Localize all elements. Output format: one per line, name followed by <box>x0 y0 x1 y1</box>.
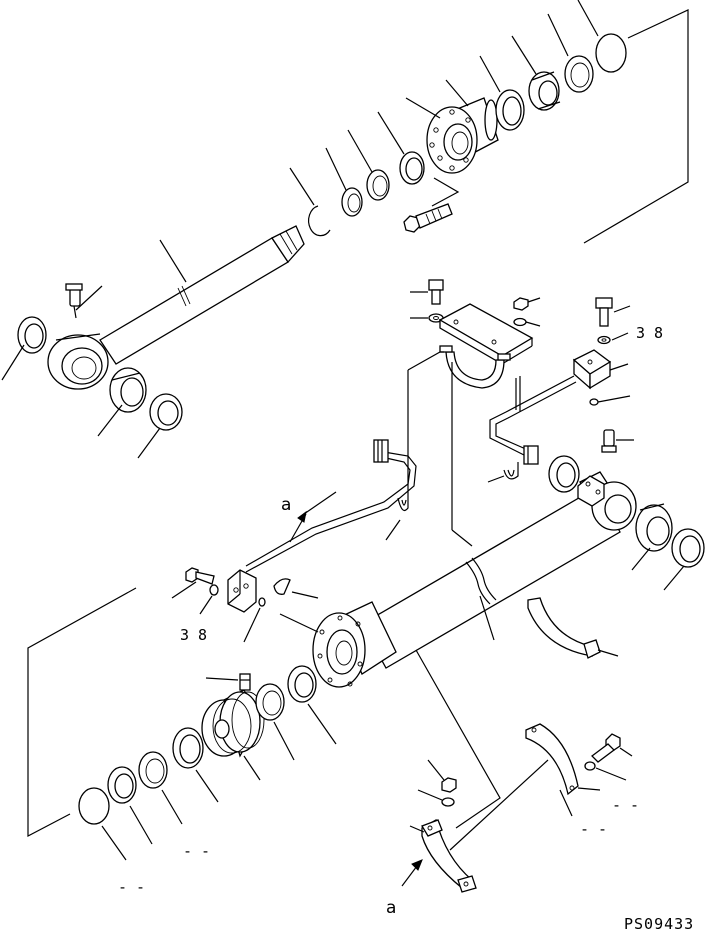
ref-label-lower: a <box>386 898 396 918</box>
cushion-ring-lower <box>287 665 317 703</box>
rod-eye <box>47 333 109 390</box>
bushing-head <box>528 71 561 111</box>
set-screw <box>205 673 251 691</box>
o-ring-upper <box>564 55 594 93</box>
bolt-right <box>595 297 631 327</box>
wear-ring-lower <box>255 683 285 721</box>
o-ring-small-left <box>243 597 266 643</box>
dash-label-1: - - <box>183 842 210 860</box>
dust-seal-lower <box>671 528 705 568</box>
piston <box>201 689 265 758</box>
o-ring-lower <box>107 766 137 804</box>
bolt-left <box>171 567 215 599</box>
dash-label-4: - - <box>580 820 607 838</box>
tube-right <box>489 375 577 457</box>
cap-disc-upper <box>595 33 627 73</box>
o-ring-small-right <box>589 395 631 406</box>
bolt-clamp-top <box>410 279 444 305</box>
qty-label-lower: 3 8 <box>180 626 207 644</box>
tube-head-flange <box>312 601 397 688</box>
dust-seal-upper <box>149 393 183 431</box>
rod-end-seal-left <box>17 316 47 354</box>
ref-arrow-upper <box>289 491 337 543</box>
callout-frame-upper <box>583 9 689 244</box>
grease-fitting-upper <box>65 283 83 319</box>
rod-packing <box>341 187 363 217</box>
cylinder-tube <box>361 487 621 669</box>
dash-label-3: - - <box>612 796 639 814</box>
grease-fitting-right <box>601 429 634 453</box>
seal-ring-right <box>548 455 580 493</box>
u-bolt-clamp-left <box>273 578 319 599</box>
washer-clamp-top <box>410 313 444 323</box>
u-bolt-small-right <box>487 462 519 483</box>
piston-ring <box>172 727 204 769</box>
elbow-fitting-left <box>373 439 389 463</box>
leaders-lower <box>101 547 685 861</box>
snap-ring <box>308 205 331 237</box>
dash-label-2: - - <box>118 878 145 896</box>
piston-rod <box>99 225 305 365</box>
backup-ring <box>366 169 390 201</box>
head-bolt <box>403 203 453 233</box>
nut-clamp-top <box>513 297 541 327</box>
qty-label-upper: 3 8 <box>636 324 663 342</box>
band-clamp-lower-right <box>525 723 579 796</box>
pipe-block-right <box>572 349 629 390</box>
nut-lower-left <box>427 759 457 793</box>
cap-disc-lower <box>78 787 110 825</box>
leaders-upper <box>1 0 599 459</box>
callout-frame-lower <box>27 587 137 837</box>
backup-ring-lower <box>138 751 168 789</box>
washer-left <box>199 584 219 615</box>
washer-lower-right <box>584 761 627 781</box>
flange-block-left <box>227 569 257 613</box>
drawing-code: PS09433 <box>624 915 694 933</box>
washer-lower-left <box>417 789 455 807</box>
buffer-ring <box>399 151 425 185</box>
elbow-fitting-right <box>523 445 539 465</box>
bolt-lower-right <box>591 733 633 763</box>
washer-right <box>597 332 629 345</box>
u-clamp-upper <box>439 345 511 389</box>
seal-ring-upper <box>495 89 525 131</box>
tube-bottom-eye <box>577 471 637 531</box>
band-clamp-lower-left <box>421 819 477 893</box>
cylinder-head <box>426 97 499 174</box>
tube-left <box>245 451 417 573</box>
bushing-lower <box>635 503 673 552</box>
band-clamp-right <box>527 597 619 659</box>
pipe-clamp-plate <box>438 303 534 366</box>
u-bolt-small-left <box>385 496 409 541</box>
ref-label-upper: a <box>281 495 291 515</box>
guide-lines <box>407 351 521 547</box>
ref-arrow-lower <box>401 859 423 887</box>
bushing-upper <box>109 367 147 413</box>
